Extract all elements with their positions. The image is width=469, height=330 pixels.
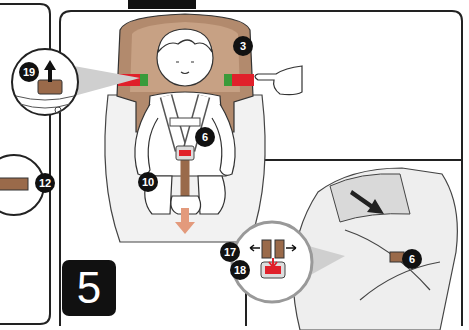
callout-number: 18	[230, 260, 250, 280]
seat-detail	[16, 96, 74, 108]
height-marker-green	[140, 74, 148, 86]
top-tab	[128, 0, 196, 9]
seat-side-view	[293, 168, 457, 330]
side-headrest	[330, 174, 410, 222]
height-marker	[224, 74, 254, 86]
child-face	[176, 62, 194, 74]
callout-number: 6	[195, 127, 215, 147]
up-arrow	[44, 60, 56, 82]
callout-number: 6	[402, 249, 422, 269]
child-arm	[135, 104, 158, 175]
chest-clip	[170, 118, 200, 126]
child-arm	[212, 104, 235, 175]
height-marker-green	[224, 74, 232, 86]
buckle-tongue	[262, 240, 271, 258]
diagonal-arrow	[350, 190, 384, 214]
callout-number: 19	[19, 62, 39, 82]
callout-number: 3	[233, 36, 253, 56]
buckle-button	[179, 150, 191, 156]
separate-arrows	[250, 245, 296, 251]
press-arrow	[269, 258, 277, 267]
step-number: 5	[62, 260, 116, 316]
buckle	[176, 146, 194, 160]
headrest-cushion	[130, 22, 240, 92]
pointing-hand	[255, 66, 302, 95]
child-leg-outline	[345, 230, 440, 300]
child-leg	[198, 176, 225, 214]
callout-number: 17	[220, 242, 240, 262]
callout-number: 12	[35, 173, 55, 193]
headrest-adjuster	[38, 80, 62, 94]
child-hair	[158, 29, 212, 52]
crotch-strap	[181, 160, 190, 200]
adjuster-strap	[0, 178, 28, 190]
zoom-pointer	[74, 66, 140, 96]
buckle-tongue	[275, 240, 284, 258]
child-head	[157, 30, 213, 86]
seat-detail	[55, 107, 61, 113]
zoom-circle	[12, 49, 78, 115]
pull-arrow	[175, 208, 195, 234]
callout-number: 10	[138, 172, 158, 192]
